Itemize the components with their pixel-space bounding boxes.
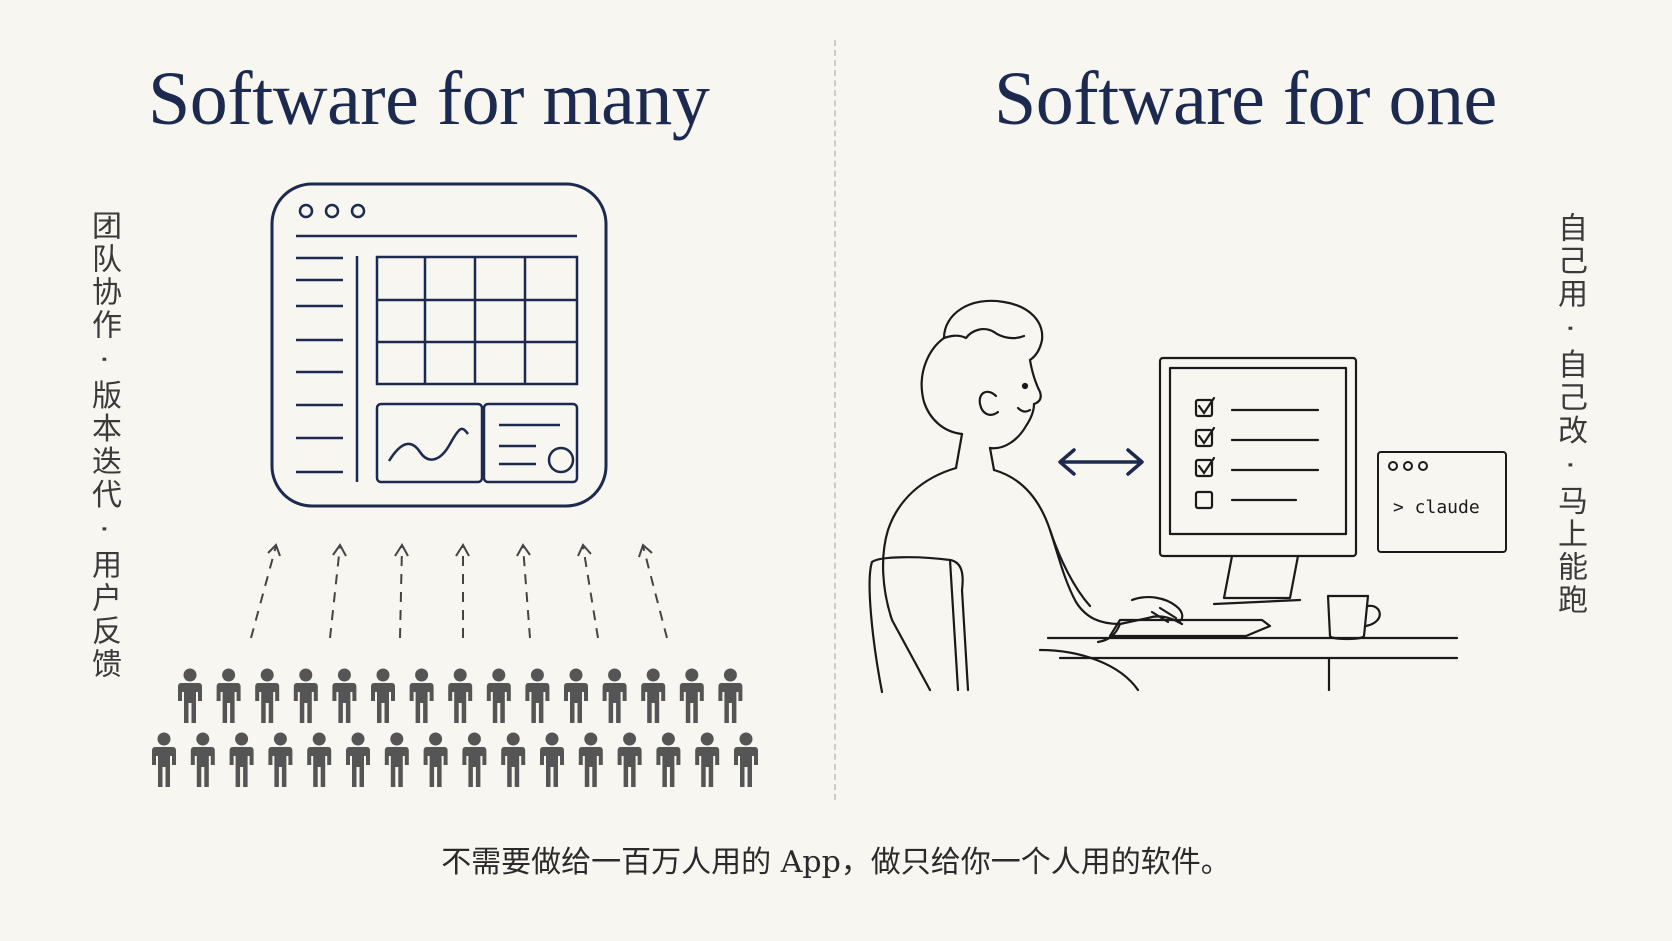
person-icon — [462, 732, 487, 787]
person-icon — [540, 732, 564, 787]
keyboard — [1108, 618, 1272, 638]
person-icon — [268, 732, 293, 787]
person-icon — [734, 732, 758, 787]
coffee-mug — [1326, 594, 1370, 641]
bottom-caption: 不需要做给一百万人用的 App，做只给你一个人用的软件。 — [441, 845, 1231, 880]
person-icon — [656, 732, 681, 787]
table-grid — [375, 255, 579, 386]
terminal-prompt: > claude — [1393, 497, 1480, 518]
sidebar-lines — [296, 256, 343, 474]
chart-panel — [375, 402, 484, 484]
person-icon — [332, 668, 357, 723]
crowd-of-users — [152, 668, 758, 787]
person-icon — [371, 668, 395, 723]
monitor — [1158, 356, 1358, 558]
person-icon — [178, 668, 202, 723]
person-icon — [190, 732, 215, 787]
checklist — [1194, 396, 1320, 510]
person-icon — [617, 732, 642, 787]
person-icon — [384, 732, 409, 787]
person-icon — [293, 668, 318, 723]
double-arrow — [1058, 448, 1144, 476]
left-vertical-text: 团队协作 · 版本迭代 · 用户反馈 — [86, 210, 121, 682]
terminal-window — [1377, 451, 1507, 553]
person-icon — [486, 668, 511, 723]
person-icon — [501, 732, 526, 787]
person-icon — [423, 732, 448, 787]
desk-setup — [1046, 356, 1459, 692]
card-circle — [547, 446, 575, 474]
person-icon — [255, 668, 280, 723]
person-icon — [448, 668, 473, 723]
person-icon — [409, 668, 434, 723]
person-icon — [525, 668, 550, 723]
person-icon — [602, 668, 627, 723]
monitor-screen — [1168, 366, 1348, 536]
center-divider — [834, 40, 836, 800]
person-icon — [229, 732, 254, 787]
person-at-computer — [868, 299, 1184, 694]
chart-line — [387, 427, 469, 462]
person-icon — [641, 668, 666, 723]
person-icon — [152, 732, 176, 787]
title-software-for-many: Software for many — [148, 57, 710, 141]
person-icon — [718, 668, 743, 723]
title-software-for-one: Software for one — [994, 57, 1497, 141]
person-icon — [346, 732, 370, 787]
right-vertical-text: 自己用 · 自己改 · 马上能跑 — [1552, 212, 1587, 618]
person-icon — [695, 732, 720, 787]
app-window-illustration — [270, 182, 608, 508]
person-icon — [307, 732, 332, 787]
person-icon — [578, 732, 603, 787]
person-icon — [679, 668, 704, 723]
feedback-arrows — [250, 543, 668, 639]
person-icon — [564, 668, 588, 723]
person-icon — [216, 668, 241, 723]
card-panel — [482, 402, 579, 484]
